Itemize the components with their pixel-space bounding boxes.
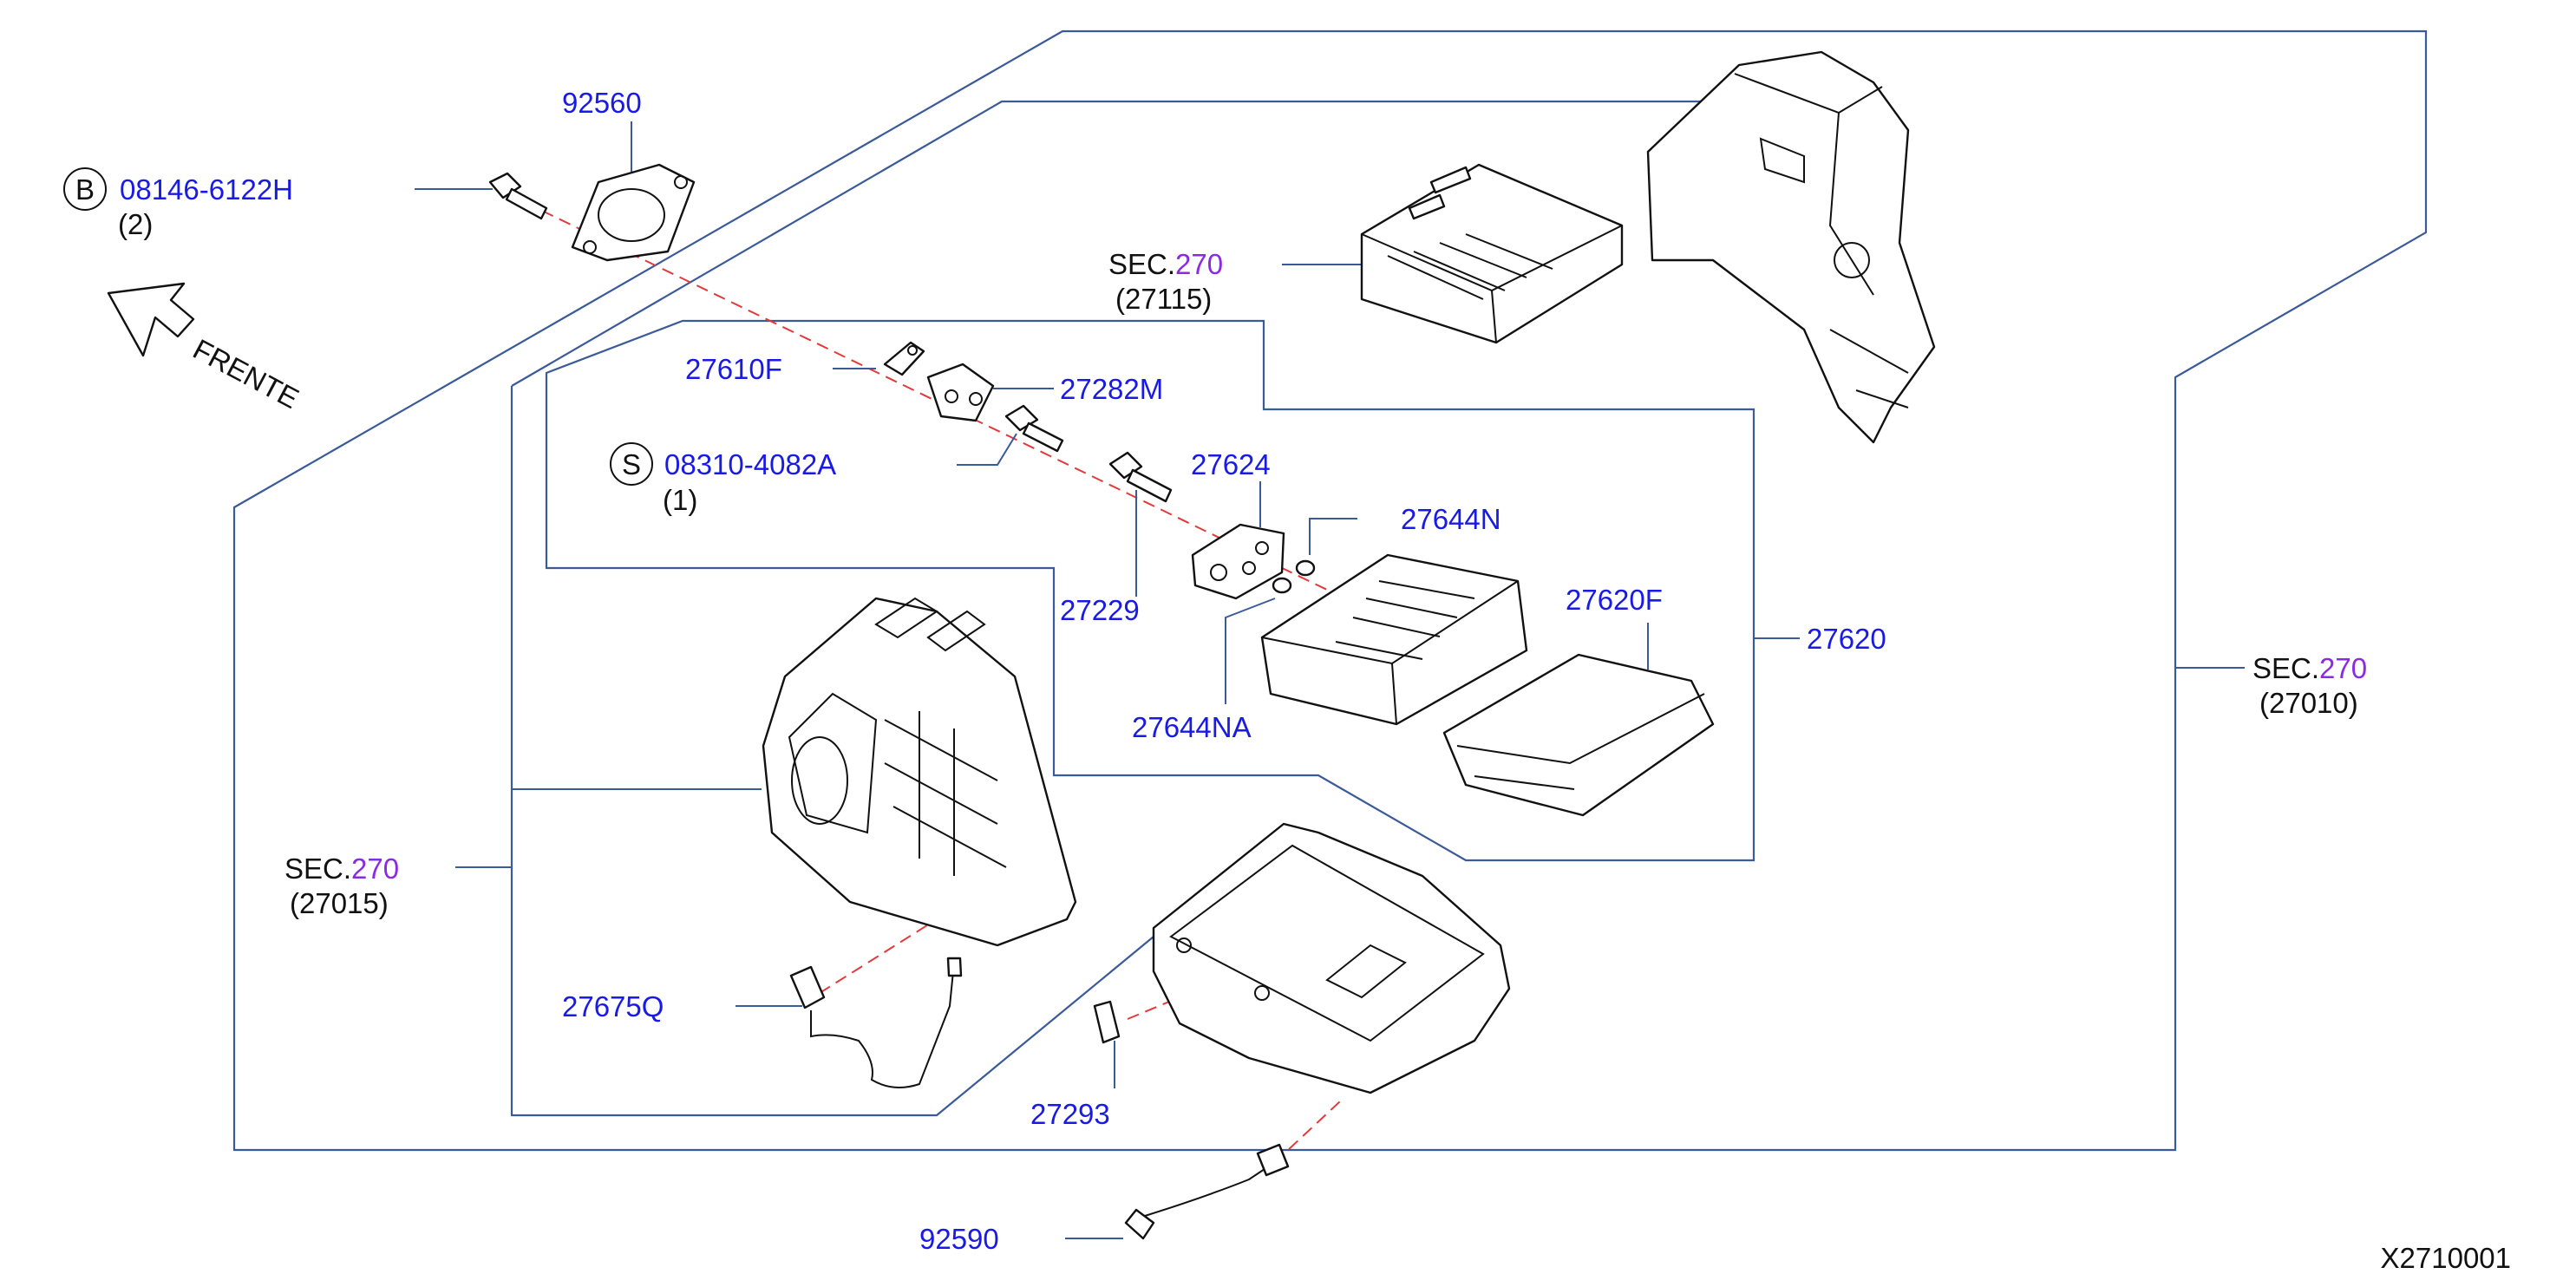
sec-number: 270 [2319, 652, 2367, 684]
outer-frame [232, 29, 2428, 1152]
screw-symbol-s: S [622, 448, 641, 480]
label-27624: 27624 [1191, 448, 1271, 480]
evaporator-seal-27620f-part [1442, 653, 1715, 817]
drain-hose-92590-part [1124, 1143, 1290, 1240]
sec-prefix: SEC. [1108, 248, 1175, 280]
front-arrow-icon [107, 282, 195, 357]
heater-unit-part [1646, 50, 1936, 444]
heater-core-part [1360, 163, 1624, 344]
label-27644na: 27644NA [1132, 711, 1252, 743]
label-qty-2: (2) [118, 208, 153, 240]
label-27282m: 27282M [1060, 373, 1163, 405]
sensor-27675q-part [789, 957, 963, 1088]
label-sec-270-27010: SEC.270 [2252, 652, 2367, 684]
sec-number: 270 [1175, 248, 1223, 280]
label-sec-270-27015: SEC.270 [284, 853, 399, 885]
inner-frame-left [510, 386, 1154, 1117]
guide-drain [1274, 1101, 1341, 1163]
label-sec-270-27115: SEC.270 [1108, 248, 1223, 280]
o-ring-27644na-part [1272, 577, 1292, 594]
label-92560: 92560 [562, 87, 642, 119]
label-27644n: 27644N [1401, 503, 1501, 535]
label-27015: (27015) [290, 887, 389, 919]
left-case-part [762, 597, 1077, 947]
label-27610f: 27610F [685, 353, 782, 385]
guide-bolt-to-valve [541, 210, 1328, 591]
label-92590: 92590 [919, 1223, 999, 1255]
guide-sensor [819, 918, 938, 994]
washer-27610f-part [883, 341, 925, 376]
leader-lines [415, 121, 2245, 1239]
module-frame [545, 319, 1755, 862]
sec-prefix: SEC. [2252, 652, 2319, 684]
gasket-92560-part [571, 163, 696, 262]
bolt-b-part [488, 172, 548, 220]
bolt-27229-part [1108, 451, 1173, 503]
label-08146-6122h: 08146-6122H [120, 173, 293, 206]
clip-27293-part [1093, 1000, 1121, 1044]
sec-number: 270 [351, 853, 399, 885]
insulator-27282m-part [926, 363, 995, 422]
label-27620f: 27620F [1566, 584, 1663, 616]
label-27010: (27010) [2259, 687, 2358, 719]
label-27675q: 27675Q [562, 990, 664, 1022]
label-27293: 27293 [1030, 1098, 1110, 1130]
evaporator-part [1260, 553, 1528, 726]
screw-s-part [1004, 404, 1064, 453]
diagram-id: X2710001 [2381, 1242, 2511, 1274]
label-27620: 27620 [1807, 623, 1886, 655]
expansion-valve-27624-part [1191, 523, 1285, 600]
sec-prefix: SEC. [284, 853, 351, 885]
label-08310-4082a: 08310-4082A [664, 448, 836, 480]
bolt-symbol-circle [63, 167, 107, 211]
screw-symbol-circle [610, 442, 653, 486]
frente-label: FRENTE [188, 333, 304, 415]
lower-case-part [1152, 822, 1511, 1094]
label-27115: (27115) [1115, 283, 1212, 315]
label-27229: 27229 [1060, 594, 1140, 626]
label-qty-1: (1) [663, 484, 697, 516]
o-ring-27644n-part [1295, 559, 1316, 577]
bolt-symbol-b: B [75, 173, 95, 206]
